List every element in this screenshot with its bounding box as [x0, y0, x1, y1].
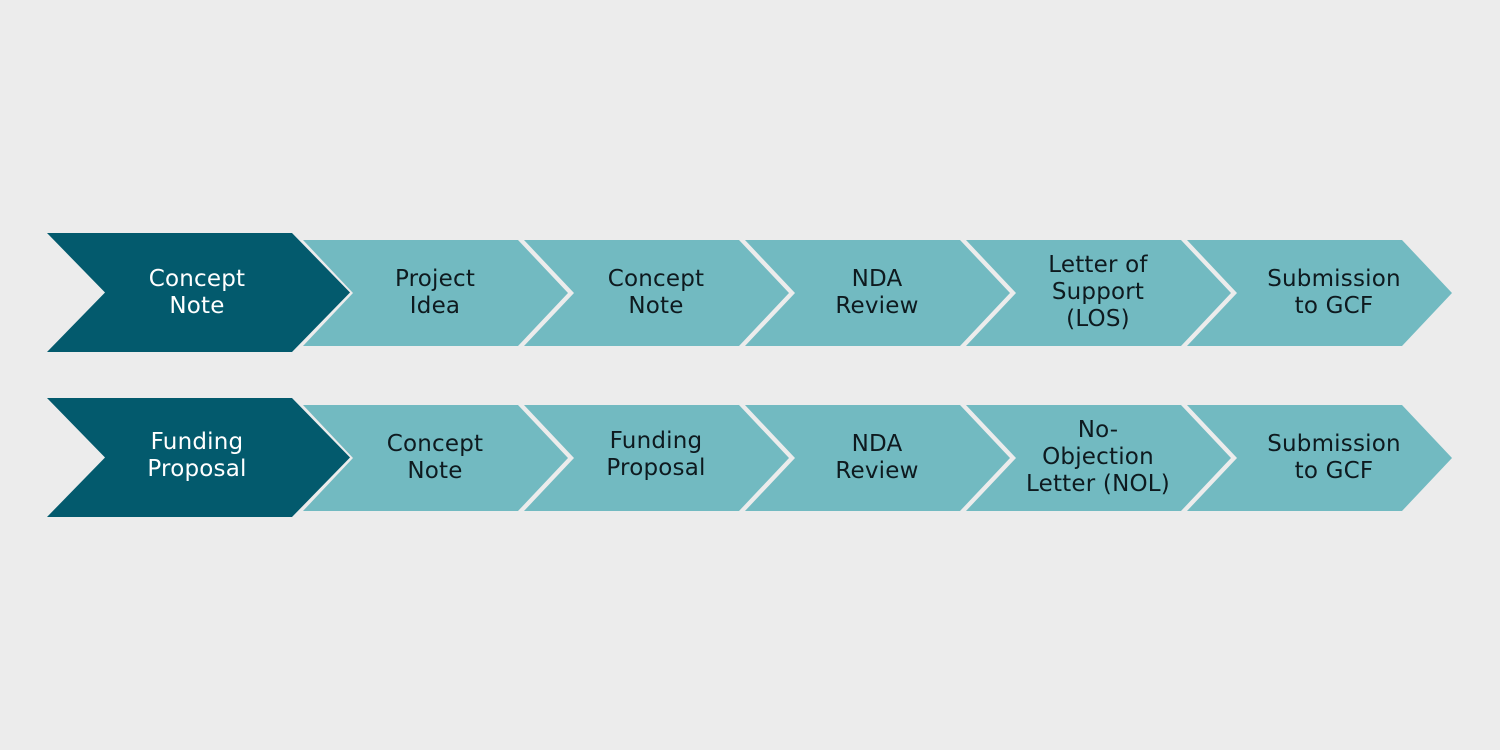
row-2-step-4-chevron — [966, 405, 1231, 511]
row-2-header-label: Funding Proposal — [147, 429, 247, 482]
row-2-step-4-label: No- Objection Letter (NOL) — [1026, 417, 1170, 497]
row-1-step-5-chevron — [1187, 240, 1452, 346]
row-1-step-1-label: Project Idea — [394, 265, 476, 319]
row-1-header-label: Concept Note — [148, 266, 246, 319]
row-2-step-2-label: Funding Proposal — [606, 427, 706, 481]
row-1-step-4-label: Letter of Support (LOS) — [1048, 252, 1148, 332]
row-1-step-2-label: Concept Note — [607, 265, 705, 319]
row-2-step-1-label: Concept Note — [386, 430, 484, 484]
row-2-step-1-chevron — [303, 405, 568, 511]
row-2-step-5-chevron — [1187, 405, 1452, 511]
row-1-step-4-chevron — [966, 240, 1231, 346]
row-2-step-2-chevron — [524, 405, 789, 511]
row-2-header-chevron — [47, 398, 350, 517]
row-2-step-5-label: Submission to GCF — [1267, 430, 1401, 484]
row-2-step-3-chevron — [745, 405, 1010, 511]
row-2-step-3-label: NDA Review — [835, 430, 919, 484]
row-1-step-3-label: NDA Review — [835, 265, 919, 319]
row-1-step-1-chevron — [303, 240, 568, 346]
row-1-step-3-chevron — [745, 240, 1010, 346]
row-1-step-5-label: Submission to GCF — [1267, 265, 1401, 319]
row-1-header-chevron — [47, 233, 350, 352]
row-1-step-2-chevron — [524, 240, 789, 346]
